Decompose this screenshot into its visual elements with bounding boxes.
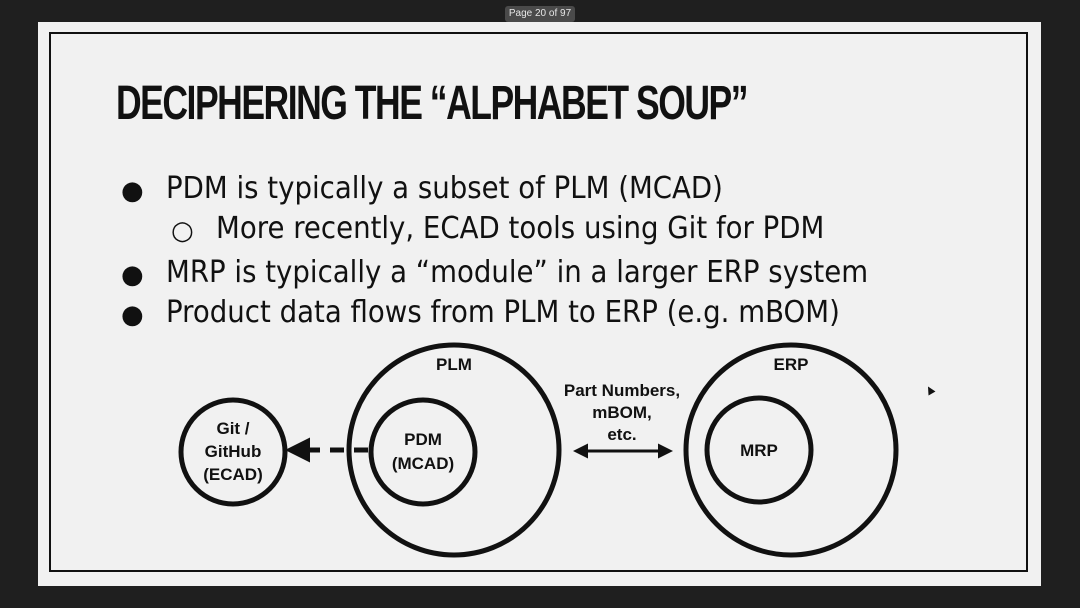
- slide-title: Deciphering the “Alphabet Soup”: [116, 77, 749, 130]
- mrp-circle: [704, 395, 814, 505]
- plm-label: PLM: [436, 355, 472, 374]
- arrow-label-line: Part Numbers,: [564, 381, 680, 400]
- slide-border: [49, 32, 1028, 572]
- sub-bullet-marker: ○: [171, 216, 194, 246]
- erp-circle: [683, 342, 899, 558]
- git-label-line: Git /: [216, 419, 249, 438]
- bullet-marker: ●: [121, 176, 144, 206]
- git-label-line: (ECAD): [203, 465, 263, 484]
- mrp-label: MRP: [740, 441, 778, 460]
- bullet-marker: ●: [121, 300, 144, 330]
- bullet-item: MRP is typically a “module” in a larger …: [166, 255, 869, 290]
- arrow-label-line: mBOM,: [592, 403, 652, 422]
- bullet-list: ● PDM is typically a subset of PLM (MCAD…: [38, 22, 1041, 586]
- bullet-marker: ●: [121, 260, 144, 290]
- plm-circle: [346, 342, 562, 558]
- arrow-label-line: etc.: [607, 425, 636, 444]
- plm-erp-diagram: Git / GitHub (ECAD) PLM PDM (MCAD) Part …: [178, 342, 899, 558]
- git-label-line: GitHub: [205, 442, 262, 461]
- pdm-label-line: (MCAD): [392, 454, 454, 473]
- pdm-circle: [368, 397, 478, 507]
- sub-bullet-item: More recently, ECAD tools using Git for …: [216, 211, 825, 246]
- page-indicator: Page 20 of 97: [505, 6, 575, 22]
- erp-label: ERP: [774, 355, 809, 374]
- bullet-item: Product data flows from PLM to ERP (e.g.…: [166, 295, 840, 330]
- bullet-item: PDM is typically a subset of PLM (MCAD): [166, 171, 723, 206]
- pdm-label-line: PDM: [404, 430, 442, 449]
- slide: Deciphering the “Alphabet Soup” ● PDM is…: [38, 22, 1041, 586]
